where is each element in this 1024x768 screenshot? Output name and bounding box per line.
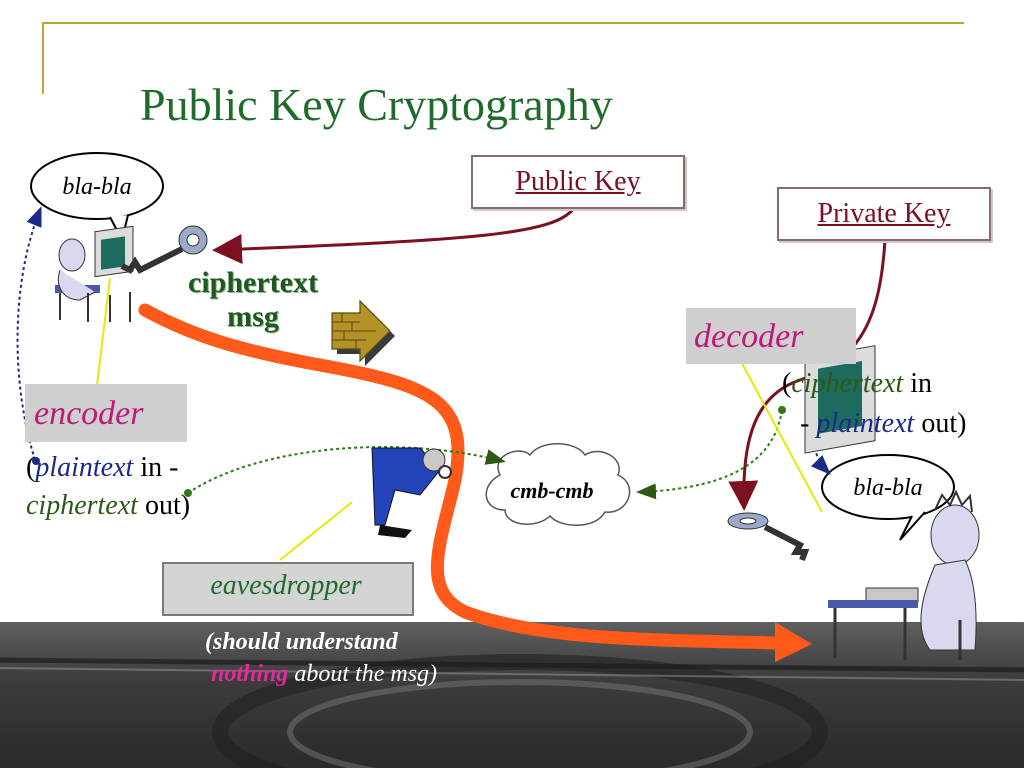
encoder-in: in -: [133, 452, 179, 483]
encoder-out: out): [137, 490, 191, 521]
private-key-icon: [727, 512, 810, 562]
encoder-box: [25, 384, 187, 442]
encoder-pointer: [96, 277, 111, 386]
encoder-person-icon: [55, 225, 134, 322]
decoder-out: out): [914, 408, 967, 439]
connector-dot: [778, 406, 786, 414]
note-line1: (should understand: [205, 629, 398, 655]
decoder-pointer: [737, 355, 823, 513]
encoder-open-paren: (: [26, 452, 36, 483]
public-key-icon: [120, 225, 208, 274]
top-rule: [42, 22, 964, 24]
decoder-plaintext: plaintext: [816, 408, 915, 439]
eavesdropper-icon: [371, 447, 452, 538]
note-rest: about the msg): [288, 661, 438, 687]
ciphertext-line1: ciphertext: [188, 266, 318, 299]
ciphertext-line2: msg: [227, 300, 279, 333]
message-path-arrowhead: [775, 622, 812, 662]
connector-dot: [32, 457, 40, 465]
ciphertext-msg-label: ciphertext msg: [168, 266, 338, 334]
encoder-desc-line1: (plaintext in -: [26, 452, 178, 484]
eaves-to-cloud-connector: [187, 446, 506, 494]
decoder-desc-line2: - plaintext out): [800, 408, 966, 440]
encoder-plaintext: plaintext: [35, 452, 134, 483]
public-key-label: Public Key: [471, 155, 685, 209]
left-rule: [42, 22, 44, 94]
cloud-shape: [485, 443, 631, 526]
eavesdropper-box: [162, 562, 414, 616]
brick-arrow-icon: [331, 299, 395, 366]
bottom-background-photo: [0, 622, 1024, 768]
eavesdropper-label: eavesdropper: [210, 570, 362, 601]
encoder-label: encoder: [34, 395, 144, 432]
message-path: [138, 303, 787, 650]
eavesdropper-note: (should understand nothing about the msg…: [205, 626, 437, 690]
cloud-text: cmb-cmb: [510, 478, 593, 503]
public-key-arrow: [212, 205, 577, 265]
decoder-box: [686, 308, 856, 364]
connector-dot: [184, 489, 192, 497]
encoder-desc-line2: ciphertext out): [26, 490, 190, 522]
decoder-label: decoder: [694, 318, 804, 355]
decoder-person-icon: [804, 345, 980, 660]
note-nothing: nothing: [211, 661, 289, 687]
decoder-ciphertext: ciphertext: [791, 368, 904, 399]
right-dotted-connector: [810, 435, 831, 475]
decoder-dash: -: [800, 408, 817, 439]
encoder-ciphertext: ciphertext: [26, 490, 138, 521]
private-key-arrow: [728, 239, 887, 511]
decoder-open-paren: (: [782, 368, 792, 399]
bubble-right-text: bla-bla: [853, 475, 922, 501]
private-key-label: Private Key: [777, 187, 991, 241]
slide-title: Public Key Cryptography: [140, 79, 613, 130]
bubble-left-text: bla-bla: [62, 174, 131, 200]
decoder-in: in: [903, 368, 933, 399]
speech-bubble-right: [821, 454, 955, 541]
eaves-pointer: [279, 501, 353, 561]
note-line2: nothing about the msg): [205, 658, 437, 690]
decoder-to-cloud-connector: [636, 409, 783, 500]
decoder-desc-line1: (ciphertext in: [782, 368, 932, 400]
